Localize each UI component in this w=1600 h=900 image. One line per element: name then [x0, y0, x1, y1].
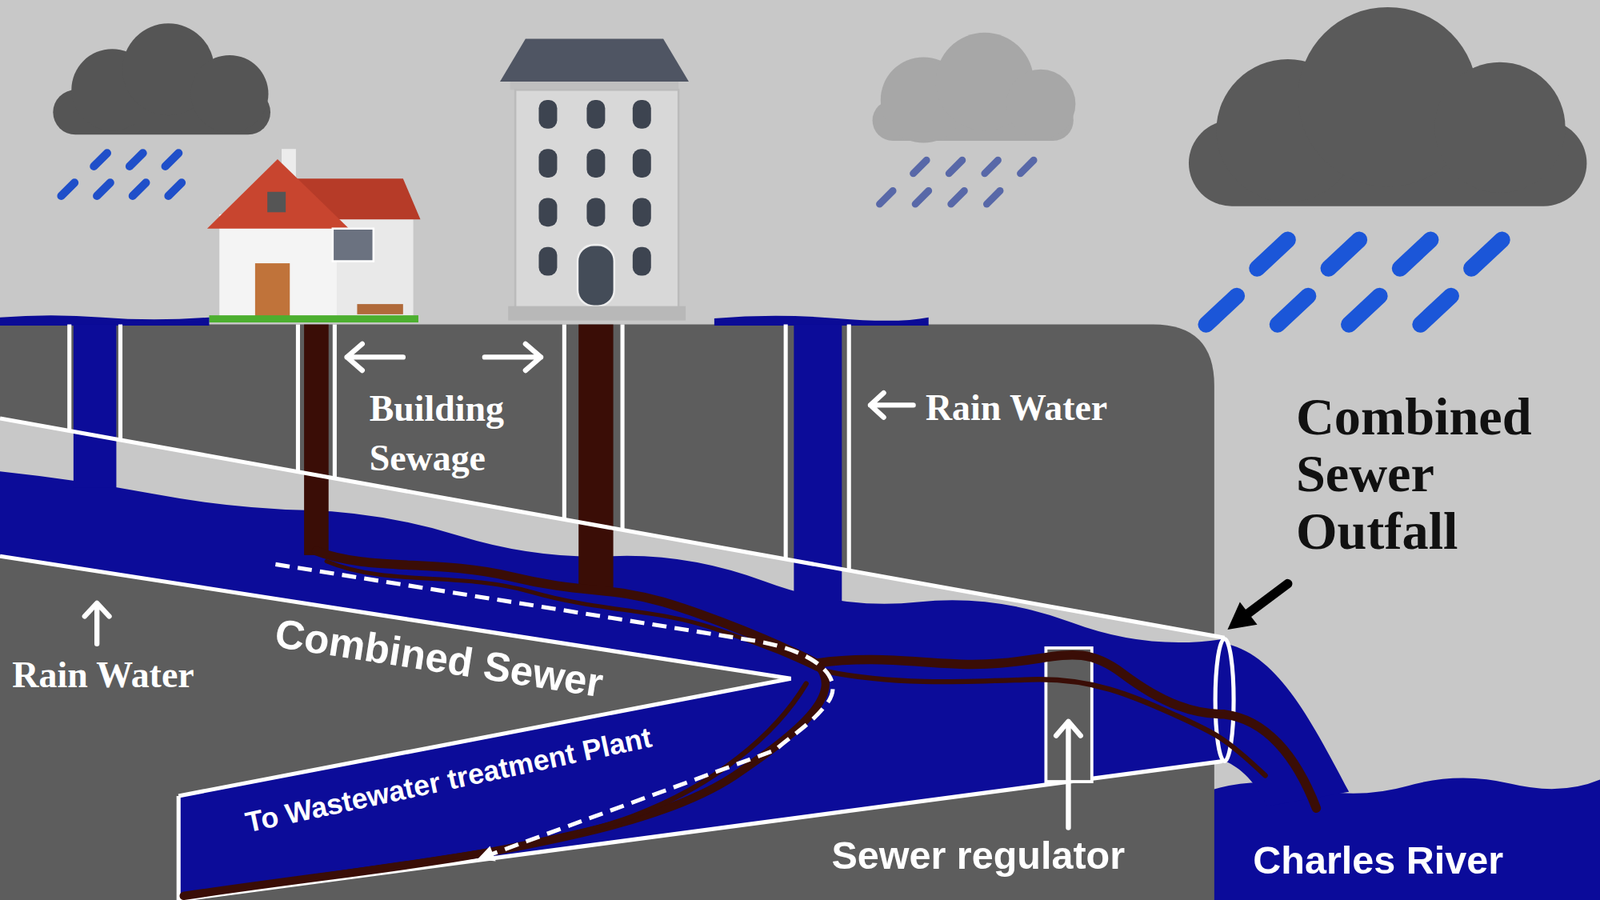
building-window — [538, 148, 557, 178]
rain-water-label: Rain Water — [925, 385, 1108, 430]
outfall-pointer-head — [1227, 602, 1257, 630]
building-door — [577, 244, 615, 307]
pointer-arrow — [347, 344, 404, 371]
building-window — [586, 197, 605, 227]
sewage-flow — [184, 551, 1317, 896]
sewage-pipe — [578, 324, 613, 588]
house-door — [255, 263, 290, 316]
rain-drop — [986, 191, 1000, 205]
rain-drop — [132, 182, 147, 196]
building-window — [538, 197, 557, 227]
pipe-edge — [0, 418, 1225, 638]
building-window — [632, 148, 652, 178]
flower-box — [356, 304, 403, 315]
pointer-arrow — [870, 392, 914, 418]
rain-drop — [951, 191, 965, 205]
rain-drops — [879, 160, 1034, 204]
rain-drop — [913, 160, 928, 174]
rain-drop — [129, 152, 144, 167]
rain-drop — [165, 152, 180, 167]
house-roof — [207, 159, 349, 229]
rain-drop — [984, 160, 999, 174]
sewage-stream — [184, 663, 826, 896]
rain-drops — [61, 152, 183, 196]
rain-drop — [948, 160, 963, 174]
rain-drop — [1256, 240, 1288, 269]
rain-drop — [168, 182, 182, 196]
building-roof — [500, 38, 689, 82]
pointer-arrow — [84, 603, 110, 644]
building-window — [632, 247, 652, 276]
rain-drop — [96, 182, 111, 196]
pipe-wall — [296, 324, 300, 472]
sewage-label: Building Sewage — [369, 384, 539, 484]
rain-drops — [1206, 240, 1503, 325]
building-wall — [515, 89, 679, 308]
rain-drop — [1400, 240, 1431, 269]
rain-drop — [1206, 296, 1237, 325]
rain-pipe — [73, 324, 117, 488]
river-label: Charles River — [1252, 839, 1504, 882]
house-wall — [219, 214, 342, 317]
building-window — [632, 197, 652, 227]
pipe-wall — [847, 324, 852, 571]
outfall-label: Combined Sewer Outfall — [1296, 388, 1592, 560]
building-window — [538, 100, 557, 129]
pipe-label: Combined Sewer — [272, 610, 606, 706]
house-window — [267, 192, 286, 213]
rain-water-label: Rain Water — [12, 652, 194, 697]
pipe-walls — [69, 324, 849, 571]
house-window — [332, 228, 374, 262]
outfall-flow — [1222, 643, 1349, 807]
building-window — [632, 100, 652, 129]
pipe-wall — [118, 324, 123, 440]
sewage-stream — [255, 684, 807, 887]
pipe-wall — [67, 324, 72, 432]
sewage-stream — [826, 671, 1265, 776]
cloud — [1434, 62, 1565, 193]
pointer-arrow — [1056, 721, 1081, 828]
pipe-wall — [784, 324, 788, 560]
pipe-wall — [562, 324, 567, 520]
pointer-arrow — [484, 344, 541, 371]
flow-label: To Wastewater treatment Plant — [243, 722, 655, 840]
rain-drop — [1277, 296, 1308, 325]
rain-drop — [1020, 160, 1035, 174]
grass-strip — [208, 315, 418, 323]
pipe-edge — [176, 796, 181, 900]
pipe-wall — [332, 324, 337, 480]
rain-drop — [879, 191, 893, 205]
surface-water — [714, 316, 929, 326]
rain-drop — [93, 152, 108, 167]
cloud — [1006, 69, 1076, 140]
outfall-pointer — [1247, 584, 1288, 615]
regulator-label: Sewer regulator — [832, 834, 1126, 877]
building-window — [586, 100, 605, 129]
flow-arrowhead — [477, 845, 496, 861]
sewage-pipe — [304, 324, 329, 556]
surface-water — [0, 315, 209, 326]
rain-drop — [1348, 296, 1380, 325]
building-window — [538, 247, 557, 276]
building-window — [586, 148, 605, 178]
rain-drop — [1328, 240, 1360, 269]
rain-drop — [1471, 240, 1502, 269]
pipe-edge — [0, 556, 792, 796]
rain-drop — [61, 182, 76, 196]
building-cornice — [510, 81, 679, 90]
cloud — [191, 55, 269, 133]
pipe-wall — [620, 324, 625, 530]
building-steps — [508, 306, 686, 321]
rain-drop — [915, 191, 929, 205]
rain-drop — [1420, 296, 1452, 325]
